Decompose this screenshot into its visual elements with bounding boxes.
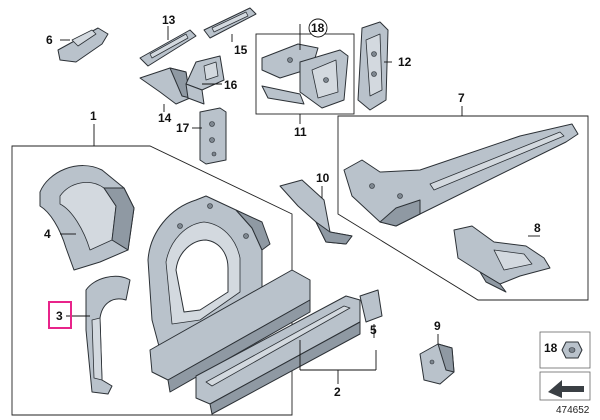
part-10-bracket[interactable] bbox=[279, 179, 353, 245]
callout-3[interactable]: 3 bbox=[56, 309, 63, 323]
highlight-callout-3 bbox=[48, 301, 72, 329]
callout-7[interactable]: 7 bbox=[458, 91, 465, 105]
callout-18-circled[interactable]: 18 bbox=[311, 21, 325, 35]
callout-9[interactable]: 9 bbox=[434, 319, 441, 333]
part-18-nut-icon[interactable] bbox=[561, 341, 583, 359]
callout-14[interactable]: 14 bbox=[158, 111, 172, 125]
part-8-bracket[interactable] bbox=[453, 225, 551, 293]
part-7-side-member[interactable] bbox=[343, 123, 579, 227]
part-6-bracket[interactable] bbox=[57, 27, 109, 63]
callout-17[interactable]: 17 bbox=[176, 121, 190, 135]
part-16-bracket[interactable] bbox=[185, 55, 225, 105]
callout-11[interactable]: 11 bbox=[294, 125, 307, 139]
part-4-wheelhouse[interactable] bbox=[39, 165, 135, 271]
group-frame-7 bbox=[337, 115, 589, 301]
callout-18-box[interactable]: 18 bbox=[544, 341, 558, 355]
part-13-strip[interactable] bbox=[139, 29, 197, 67]
part-14-bracket[interactable] bbox=[139, 67, 191, 105]
callout-2[interactable]: 2 bbox=[334, 385, 341, 399]
callout-8[interactable]: 8 bbox=[534, 221, 541, 235]
callout-16[interactable]: 16 bbox=[224, 78, 238, 92]
leader-lines bbox=[60, 24, 540, 384]
part-5-plate[interactable] bbox=[359, 289, 383, 323]
callout-13[interactable]: 13 bbox=[162, 13, 176, 27]
part-1-main-structure[interactable] bbox=[147, 195, 311, 393]
part-3-arch-bracket[interactable] bbox=[85, 275, 131, 395]
group-frame-11 bbox=[255, 33, 355, 115]
reference-number: 474652 bbox=[556, 405, 590, 416]
callout-18-circle bbox=[308, 18, 328, 38]
part-9-bracket[interactable] bbox=[419, 343, 455, 385]
callout-15[interactable]: 15 bbox=[234, 43, 248, 57]
part-12-pillar[interactable] bbox=[357, 21, 389, 111]
part-11-assembly[interactable] bbox=[261, 43, 349, 109]
part-17-bracket[interactable] bbox=[199, 107, 227, 165]
part-15-strip[interactable] bbox=[203, 7, 257, 39]
direction-arrow-icon bbox=[548, 380, 584, 398]
callout-12[interactable]: 12 bbox=[398, 55, 412, 69]
callout-4[interactable]: 4 bbox=[44, 227, 51, 241]
callout-6[interactable]: 6 bbox=[46, 33, 53, 47]
callout-5[interactable]: 5 bbox=[370, 323, 377, 337]
part-2-rail[interactable] bbox=[195, 295, 361, 415]
callout-1[interactable]: 1 bbox=[90, 109, 97, 123]
callout-10[interactable]: 10 bbox=[316, 171, 330, 185]
